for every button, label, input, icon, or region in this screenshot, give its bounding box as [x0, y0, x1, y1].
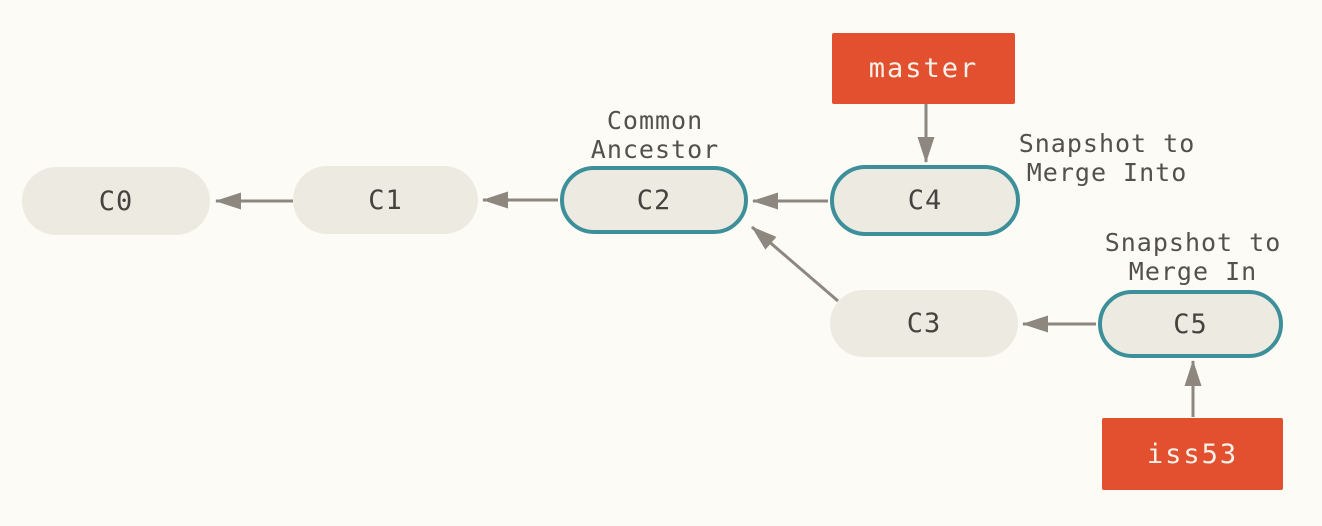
commit-node-c5-merge-in: C5 [1098, 290, 1283, 358]
commit-label-c3: C3 [906, 308, 942, 339]
commit-label-c4: C4 [907, 185, 943, 216]
annotation-common-ancestor: Common Ancestor [590, 106, 720, 164]
commit-label-c0: C0 [98, 185, 134, 217]
commit-node-c2-common-ancestor: C2 [560, 166, 748, 234]
commit-node-c0: C0 [22, 167, 210, 235]
branch-label-iss53-text: iss53 [1146, 438, 1239, 470]
arrow-c3-to-c2 [751, 225, 839, 303]
branch-label-iss53: iss53 [1102, 418, 1283, 490]
annotation-snapshot-to-merge-into: Snapshot to Merge Into [1018, 129, 1196, 187]
branch-label-master: master [832, 33, 1015, 104]
commit-label-c2: C2 [636, 184, 672, 216]
commit-label-c5: C5 [1173, 308, 1208, 340]
commit-node-c3: C3 [830, 290, 1018, 357]
branch-label-master-text: master [868, 53, 979, 84]
annotation-snapshot-to-merge-in: Snapshot to Merge In [1104, 228, 1282, 286]
commit-node-c1: C1 [293, 166, 478, 234]
commit-label-c1: C1 [368, 184, 403, 216]
commit-node-c4-merge-into: C4 [830, 165, 1020, 236]
